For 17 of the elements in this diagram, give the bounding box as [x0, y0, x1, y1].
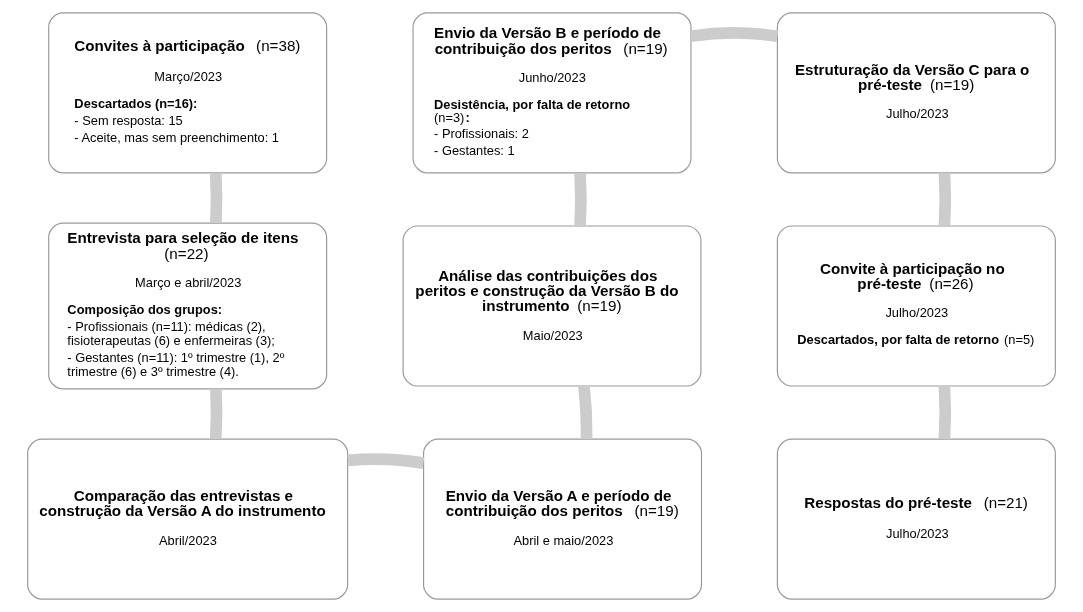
- connector: [938, 385, 952, 440]
- node-box: Envio da Versão A e período de contribuição dos peritos (n=19) Abril e maio/2023: [422, 438, 703, 600]
- node-box: Análise das contribuições dos peritos e construção da Versão B do instrumento (n=19) Maio/2023: [402, 225, 702, 387]
- connector: [578, 385, 593, 440]
- node-box: Convites à participação (n=38) Março/2023 Descartados (n=16): - Sem resposta: 15 - Aceite, mas sem preenchimento: 1: [48, 12, 328, 174]
- connector: [209, 172, 223, 224]
- connector: [347, 453, 425, 469]
- node-box: Envio da Versão B e período de contribuição dos peritos (n=19) Junho/2023 Desistência, por falta de retorno (n=3): - Profissionais: 2 - Gestantes: 1: [412, 12, 692, 174]
- node-box: Comparação das entrevistas e construção da Versão A do instrumento Abril/2023: [27, 438, 349, 600]
- node-box: Entrevista para seleção de itens (n=22) Março e abril/2023 Composição dos grupos: - Profissionais (n=11): médicas (2), fisioterapeutas (6) e enfermeiras (3); - Gestantes (n=11): 1º trimestre (1), 2º trimestre (6) e 3º trimestre (4).: [48, 222, 328, 390]
- node-box: Respostas do pré-teste (n=21) Julho/2023: [776, 438, 1056, 600]
- node-box: Convite à participação no pré-teste (n=26) Julho/2023 Descartados, por falta de retorno (n=5): [776, 225, 1056, 387]
- connector: [690, 27, 779, 43]
- connector: [938, 172, 952, 227]
- connector: [209, 388, 223, 440]
- node-box: Estruturação da Versão C para o pré-teste (n=19) Julho/2023: [776, 12, 1056, 174]
- connector: [574, 172, 587, 227]
